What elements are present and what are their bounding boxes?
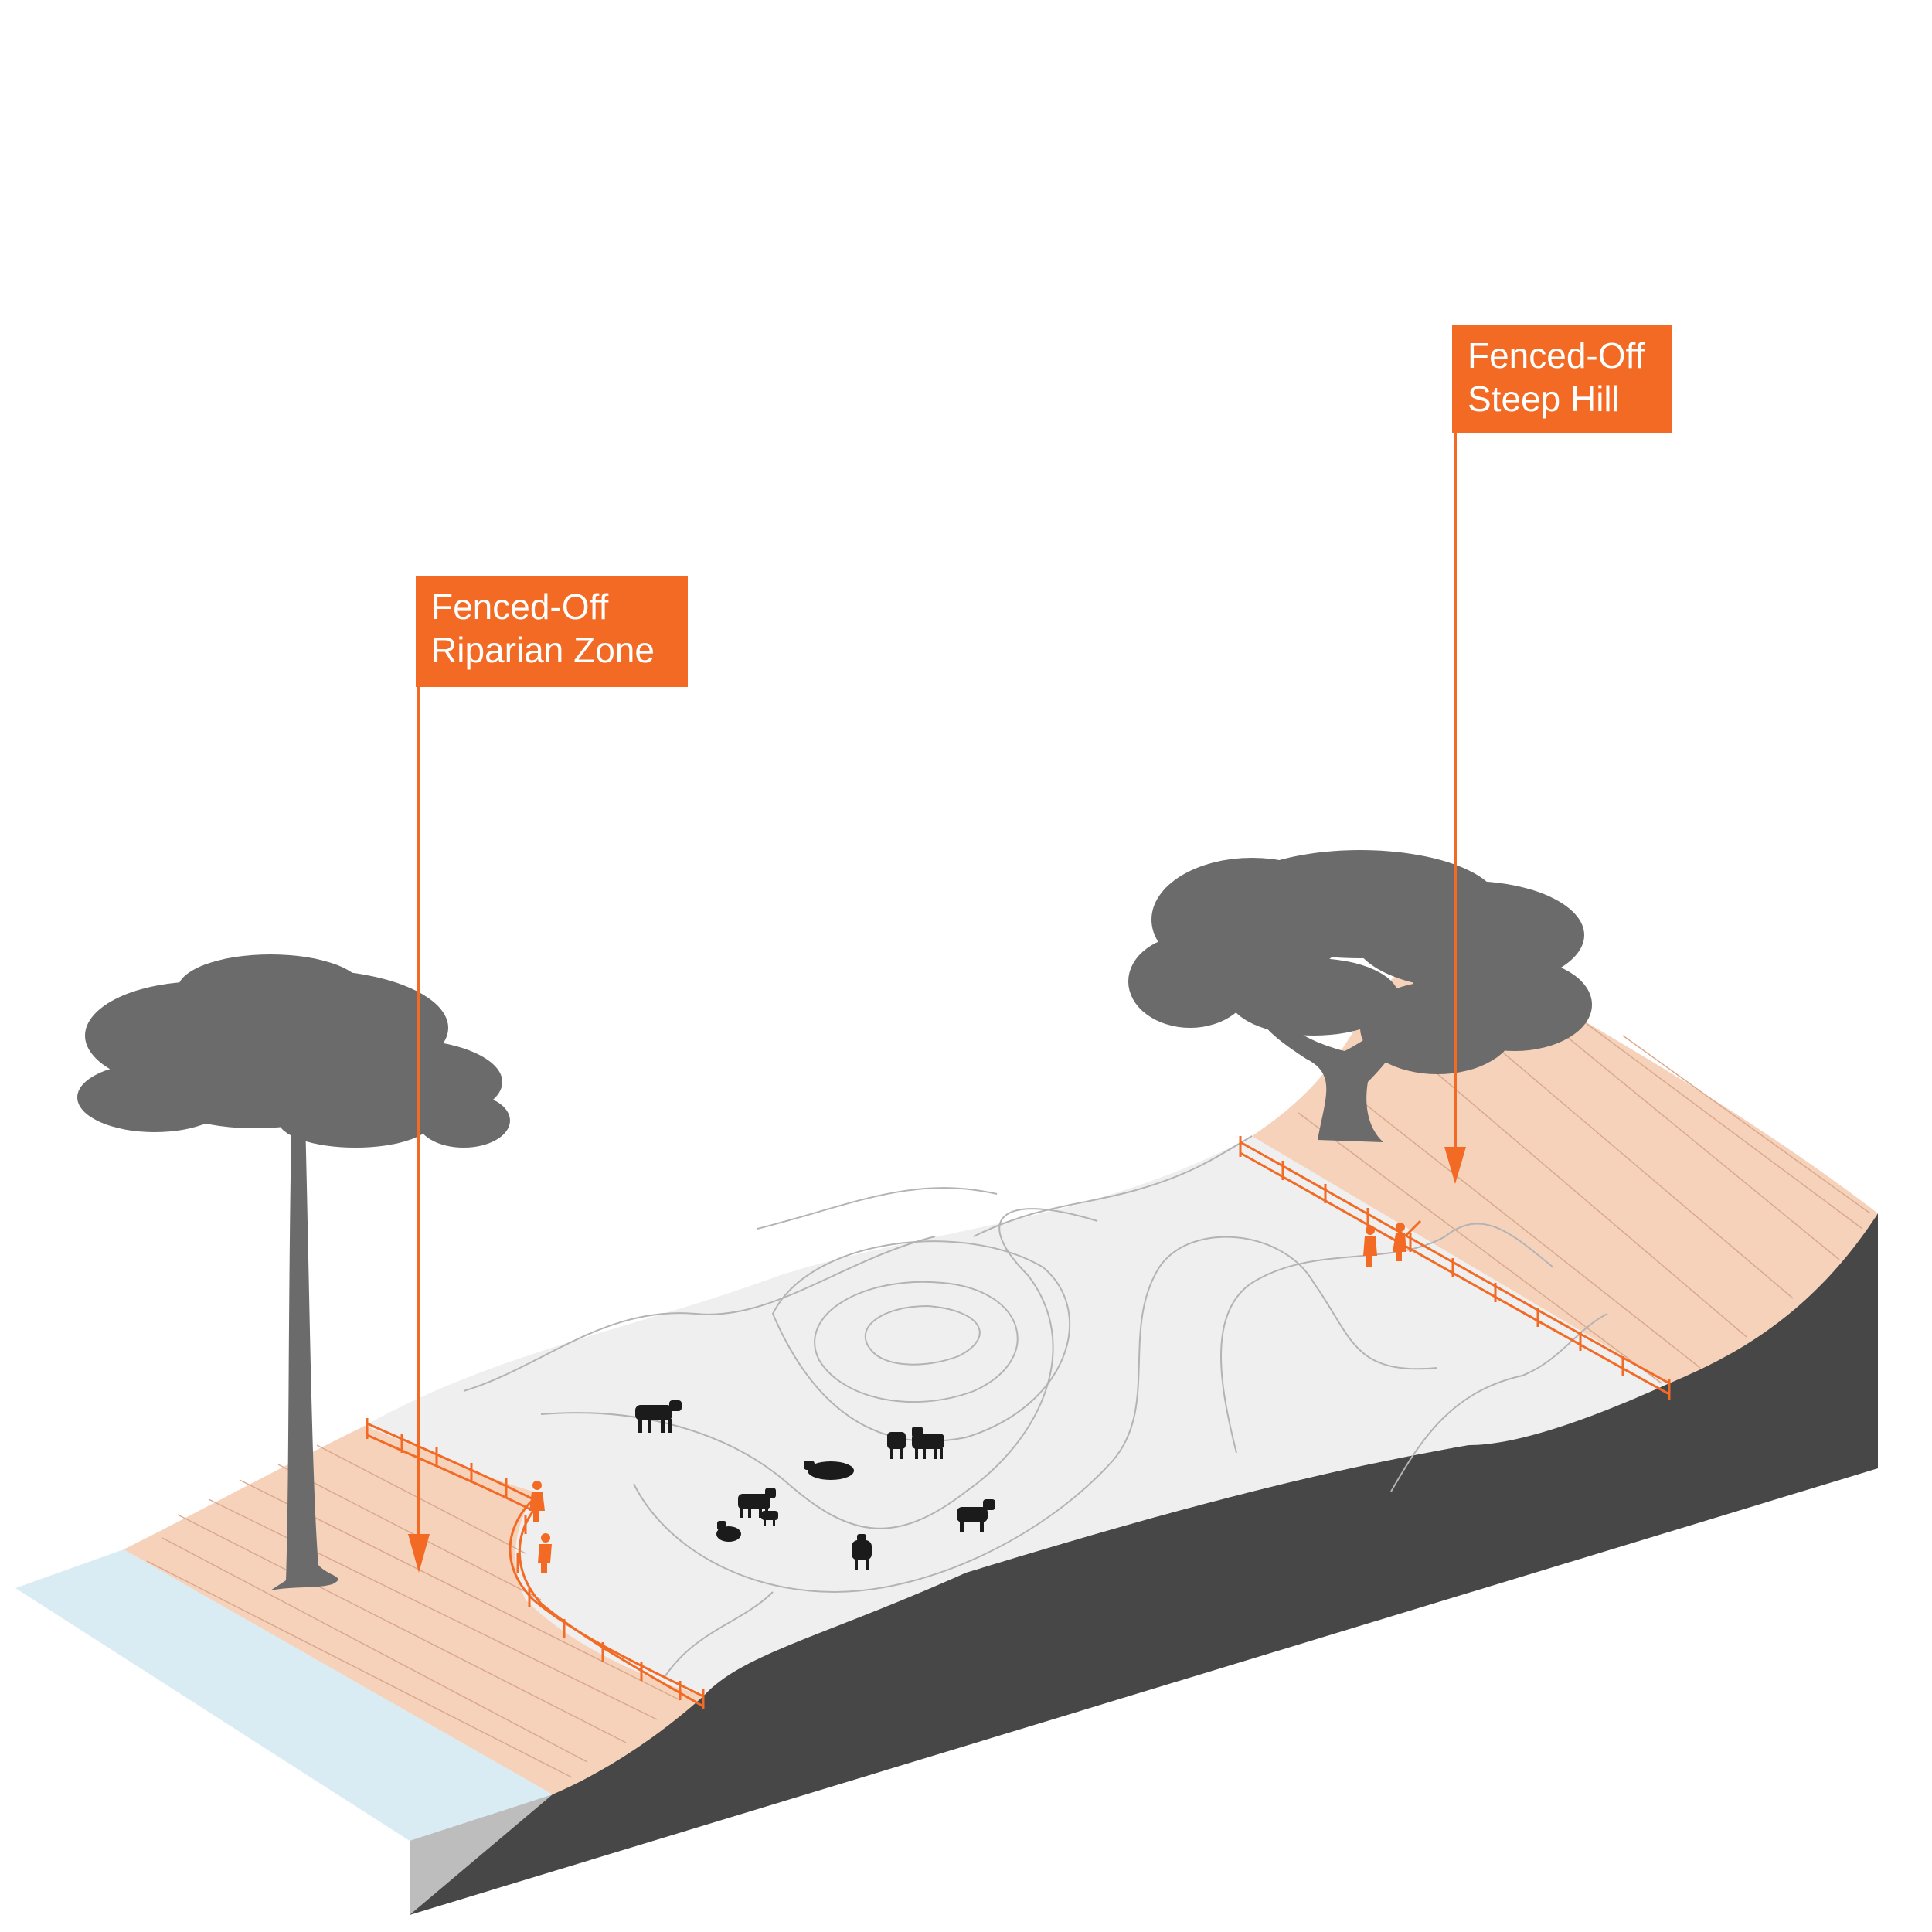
- riparian-leader-line: [408, 687, 430, 1573]
- riparian-label-line2: Riparian Zone: [431, 630, 655, 670]
- cow-icon: [635, 1400, 682, 1433]
- pasture-area: [365, 1136, 1669, 1696]
- person-icon: [1393, 1219, 1422, 1261]
- hill-label-line2: Steep Hill: [1468, 379, 1620, 419]
- arrow-down-icon: [408, 1534, 430, 1573]
- cow-icon: [957, 1499, 995, 1532]
- steep-hill-label: Fenced-Off Steep Hill: [1452, 325, 1672, 433]
- cow-icon: [761, 1511, 778, 1526]
- riparian-hatching: [146, 1444, 681, 1778]
- tree-icon: [77, 954, 510, 1590]
- cow-icon: [738, 1488, 776, 1518]
- cow-icon: [716, 1521, 741, 1542]
- person-icon: [529, 1481, 545, 1522]
- person-icon: [538, 1533, 552, 1573]
- riparian-buffer-zone: [124, 1426, 703, 1794]
- terrain-section: [410, 1213, 1878, 1915]
- fence-icon: [1239, 1136, 1671, 1400]
- cow-icon: [887, 1432, 906, 1459]
- riparian-label-line1: Fenced-Off: [431, 587, 609, 627]
- river-water: [15, 1549, 553, 1841]
- cow-icon: [852, 1534, 872, 1570]
- hill-label-line1: Fenced-Off: [1468, 335, 1645, 376]
- person-icon: [1363, 1226, 1377, 1267]
- arrow-down-icon: [1444, 1147, 1466, 1184]
- hill-leader-line: [1444, 433, 1466, 1184]
- fence-icon: [366, 1418, 705, 1709]
- cow-icon: [912, 1427, 944, 1459]
- hill-hatching: [1298, 981, 1871, 1384]
- tree-icon: [1128, 850, 1592, 1142]
- cow-icon: [804, 1461, 854, 1480]
- contour-lines: [463, 1135, 1608, 1678]
- riparian-zone-label: Fenced-Off Riparian Zone: [416, 576, 688, 687]
